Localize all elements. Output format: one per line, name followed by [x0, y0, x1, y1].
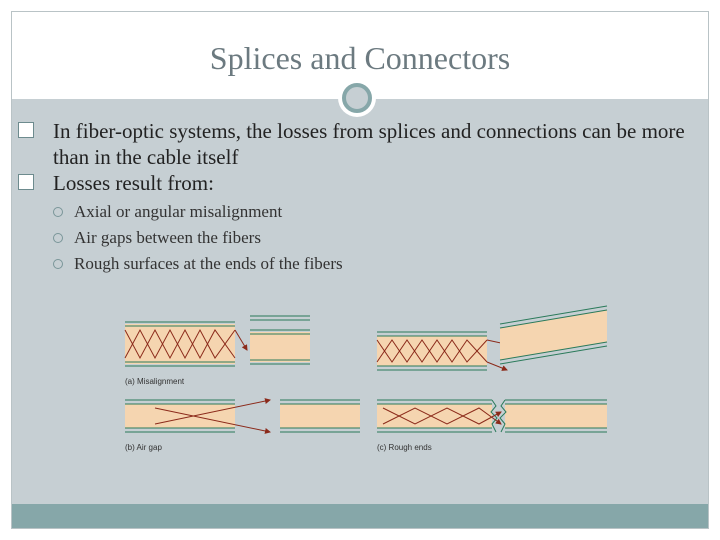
content-area: [12, 99, 708, 504]
caption-rough-ends: (c) Rough ends: [377, 443, 432, 452]
slide-title: Splices and Connectors: [209, 40, 511, 76]
circle-bullet-icon: [53, 207, 63, 217]
sub-bullet-item: Rough surfaces at the ends of the fibers: [18, 251, 688, 277]
bullet-list: In fiber-optic systems, the losses from …: [18, 118, 688, 277]
checkbox-bullet-icon: [18, 174, 34, 190]
title-divider-right: [384, 98, 702, 99]
circle-bullet-icon: [53, 233, 63, 243]
rough-ends-diagram: [377, 399, 607, 433]
slide: Splices and Connectors: [11, 11, 709, 529]
footer-bar: [12, 504, 708, 528]
misalignment-axial-diagram: [124, 315, 310, 367]
checkbox-bullet-icon: [18, 122, 34, 138]
caption-misalignment: (a) Misalignment: [125, 377, 185, 386]
caption-air-gap: (b) Air gap: [125, 443, 162, 452]
fiber-loss-diagram: (a) Misalignment (b) Air gap (c) Rough e…: [124, 305, 608, 452]
bullet-text: Losses result from:: [53, 171, 214, 195]
sub-bullet-text: Rough surfaces at the ends of the fibers: [74, 254, 343, 273]
bullet-item: Losses result from:: [18, 170, 688, 196]
ring-icon: [342, 83, 372, 113]
misalignment-angular-diagram: [376, 305, 608, 371]
circle-bullet-icon: [53, 259, 63, 269]
air-gap-diagram: [125, 398, 360, 434]
sub-bullet-item: Axial or angular misalignment: [18, 199, 688, 225]
sub-bullet-text: Air gaps between the fibers: [74, 228, 261, 247]
sub-bullet-list: Axial or angular misalignment Air gaps b…: [18, 199, 688, 277]
sub-bullet-item: Air gaps between the fibers: [18, 225, 688, 251]
sub-bullet-text: Axial or angular misalignment: [74, 202, 283, 221]
bullet-text: In fiber-optic systems, the losses from …: [53, 119, 685, 169]
title-divider-left: [20, 98, 338, 99]
bullet-item: In fiber-optic systems, the losses from …: [18, 118, 688, 170]
